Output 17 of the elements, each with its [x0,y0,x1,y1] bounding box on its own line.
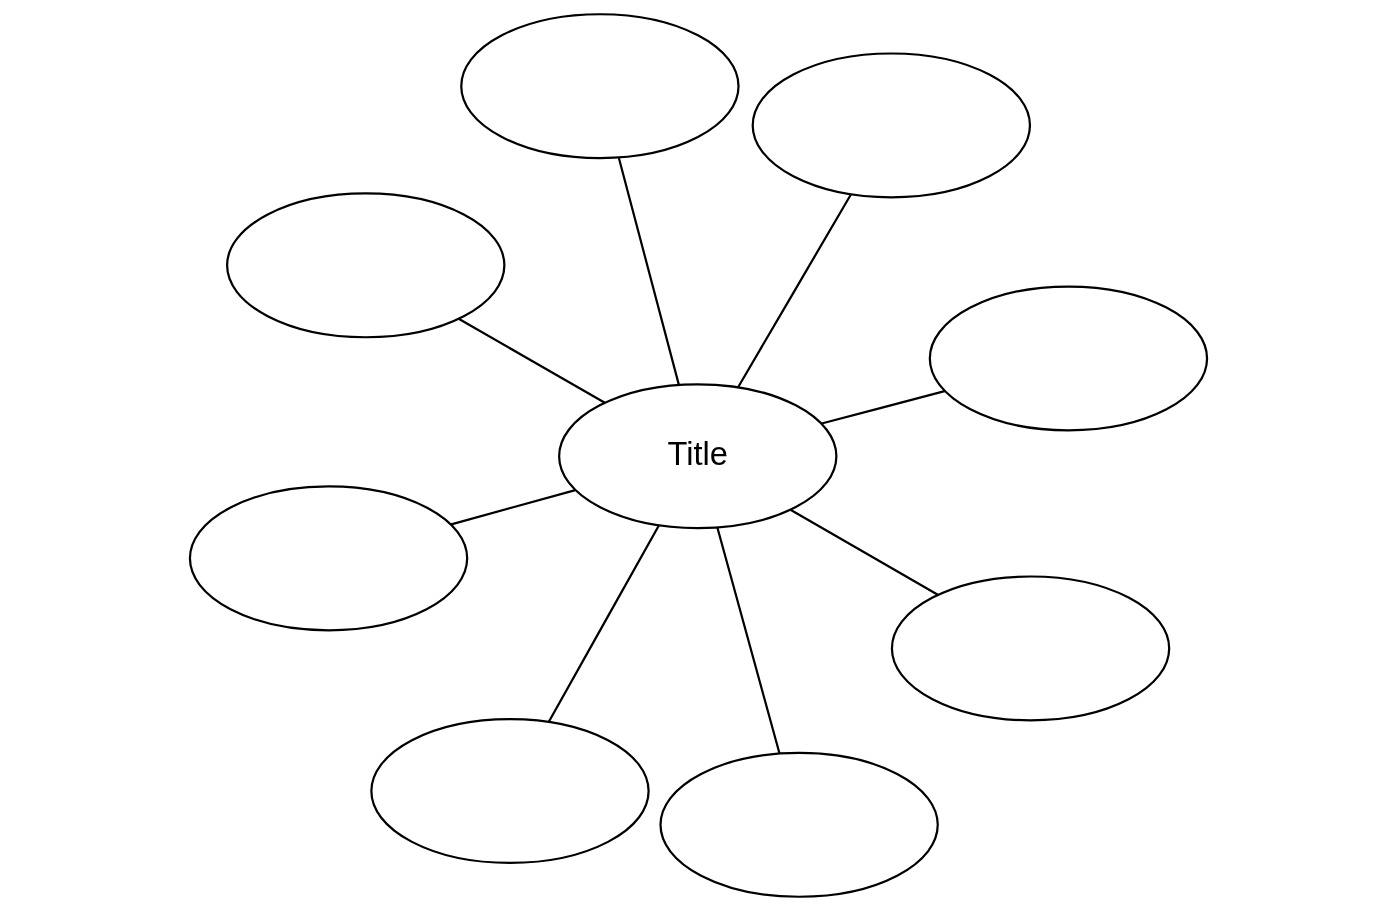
node-ellipse [226,192,506,339]
connector [547,525,660,723]
connector [737,193,852,388]
node-ellipse: Title [558,383,838,530]
node-ellipse [370,718,650,865]
node-ellipse [751,52,1032,199]
connector [789,508,939,596]
connector [617,157,680,386]
connector [716,527,781,754]
node-ellipse [890,575,1171,722]
node-ellipse [659,751,939,898]
connector [821,390,945,425]
node-ellipse [928,285,1209,432]
node-ellipse [188,485,469,632]
node-ellipse [460,13,740,160]
connector [458,317,606,404]
connector [451,489,576,526]
